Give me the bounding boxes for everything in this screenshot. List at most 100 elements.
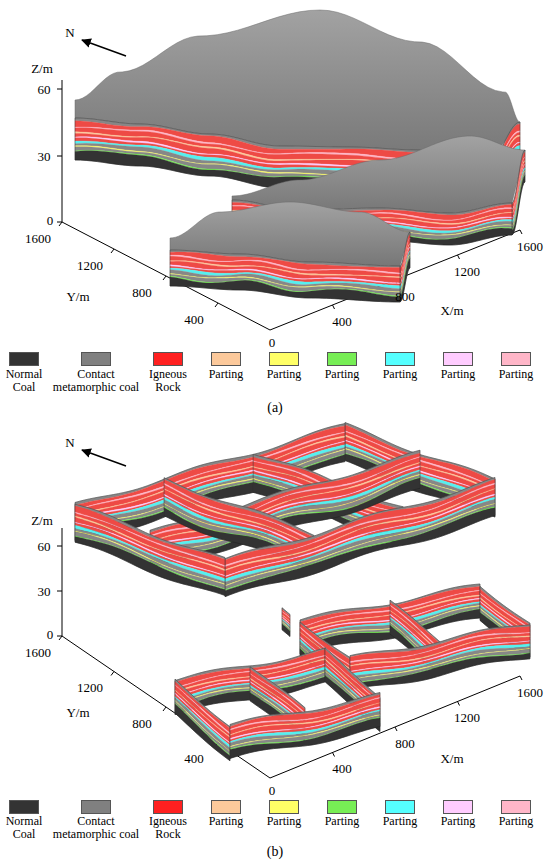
- face-edge: [390, 600, 391, 634]
- face-edge: [325, 648, 380, 698]
- legend-label: Parting: [198, 815, 254, 828]
- legend-swatch: [269, 800, 299, 814]
- axis-line: [62, 528, 63, 636]
- axis-tick: [57, 222, 62, 223]
- panel-caption: (a): [267, 400, 283, 416]
- fence-section: [75, 504, 225, 595]
- axis-title: X/m: [440, 303, 463, 318]
- axis-tick-label: 1200: [454, 264, 480, 279]
- axis-tick-label: 400: [184, 312, 204, 327]
- legend-swatch: [443, 352, 473, 366]
- north-arrow: [82, 450, 126, 466]
- face-edge: [170, 250, 400, 266]
- face-edge: [225, 558, 226, 596]
- legend-label: Parting: [314, 368, 370, 381]
- face-edge: [325, 648, 326, 682]
- axis-tick: [57, 546, 62, 547]
- axis-tick: [458, 255, 460, 259]
- axis-tick-label: 1600: [25, 231, 51, 246]
- stratum-band: [225, 497, 495, 582]
- legend-swatch: [385, 352, 415, 366]
- axis-tick-label: 0: [269, 335, 276, 350]
- face-edge: [410, 232, 411, 268]
- legend-swatch: [9, 800, 39, 814]
- axis-tick-label: 30: [38, 584, 51, 599]
- legend-swatch: [327, 352, 357, 366]
- face-edge: [170, 286, 400, 302]
- legend-label: Normal Coal: [1, 815, 47, 841]
- legend-label: Parting: [488, 815, 544, 828]
- face-edge: [512, 203, 513, 235]
- axis-title: Y/m: [66, 289, 89, 304]
- fence-section: [175, 679, 230, 761]
- axis-tick: [520, 230, 522, 234]
- face-edge: [350, 625, 530, 656]
- axis-tick-label: 800: [395, 736, 415, 751]
- legend-swatch: [385, 800, 415, 814]
- legend-swatch: [81, 352, 111, 366]
- axis-tick-label: 60: [38, 539, 51, 554]
- face-edge: [380, 693, 381, 727]
- stratum-band: [175, 703, 230, 755]
- face-edge: [530, 625, 531, 659]
- axis-tick-label: 1200: [77, 258, 103, 273]
- axis-title: Z/m: [31, 61, 53, 76]
- legend-swatch: [443, 800, 473, 814]
- axis-title: X/m: [440, 751, 463, 766]
- axis-tick: [215, 303, 218, 307]
- face-edge: [75, 504, 76, 542]
- face-edge: [175, 679, 176, 713]
- legend-label: Parting: [372, 815, 428, 828]
- legend-swatch: [501, 352, 531, 366]
- stratum-band: [282, 624, 290, 637]
- face-edge: [225, 478, 495, 559]
- stratum-band: [75, 525, 225, 581]
- axis-tick: [57, 636, 62, 637]
- face-edge: [175, 679, 230, 727]
- legend-label: Parting: [488, 368, 544, 381]
- stratum-band: [225, 508, 495, 597]
- face-edge: [350, 659, 530, 690]
- face-edge: [480, 586, 530, 623]
- axis-tick-label: 1600: [25, 645, 51, 660]
- legend-label: Parting: [256, 815, 312, 828]
- stratum-band: [75, 532, 225, 589]
- face-edge: [512, 182, 525, 235]
- legend-swatch: [211, 800, 241, 814]
- legend-swatch: [81, 800, 111, 814]
- fence-section: [230, 693, 380, 759]
- axis-line: [62, 80, 63, 222]
- face-edge: [525, 150, 526, 182]
- axis-tick-label: 0: [269, 783, 276, 798]
- face-edge: [300, 622, 301, 656]
- stratum-band: [225, 494, 495, 577]
- face-edge: [282, 608, 290, 615]
- axis-tick: [57, 89, 62, 90]
- coal-block: [170, 202, 410, 302]
- stratum-band: [75, 528, 225, 583]
- legend-label: Normal Coal: [1, 368, 47, 394]
- axis-tick: [163, 276, 166, 280]
- legend-label: Igneous Rock: [142, 368, 194, 394]
- axis-tick: [111, 672, 114, 676]
- axis-tick-label: 400: [332, 761, 352, 776]
- face-edge: [390, 600, 440, 642]
- legend-label: Parting: [430, 368, 486, 381]
- stratum-band: [170, 277, 400, 302]
- legend-swatch: [211, 352, 241, 366]
- legend-label: Parting: [430, 815, 486, 828]
- face-edge: [290, 615, 291, 637]
- face-edge: [170, 250, 171, 286]
- face-edge: [75, 504, 225, 557]
- stratum-band: [350, 649, 530, 683]
- axis-title: Z/m: [31, 513, 53, 528]
- legend-label: Contact metamorphic coal: [50, 368, 142, 394]
- face-edge: [250, 667, 305, 708]
- legend-label: Parting: [314, 815, 370, 828]
- legend-swatch: [153, 352, 183, 366]
- stratum-band: [230, 718, 380, 758]
- stratum-band: [350, 653, 530, 689]
- legend-swatch: [501, 800, 531, 814]
- axis-tick: [458, 702, 460, 706]
- stratum-band: [225, 495, 495, 579]
